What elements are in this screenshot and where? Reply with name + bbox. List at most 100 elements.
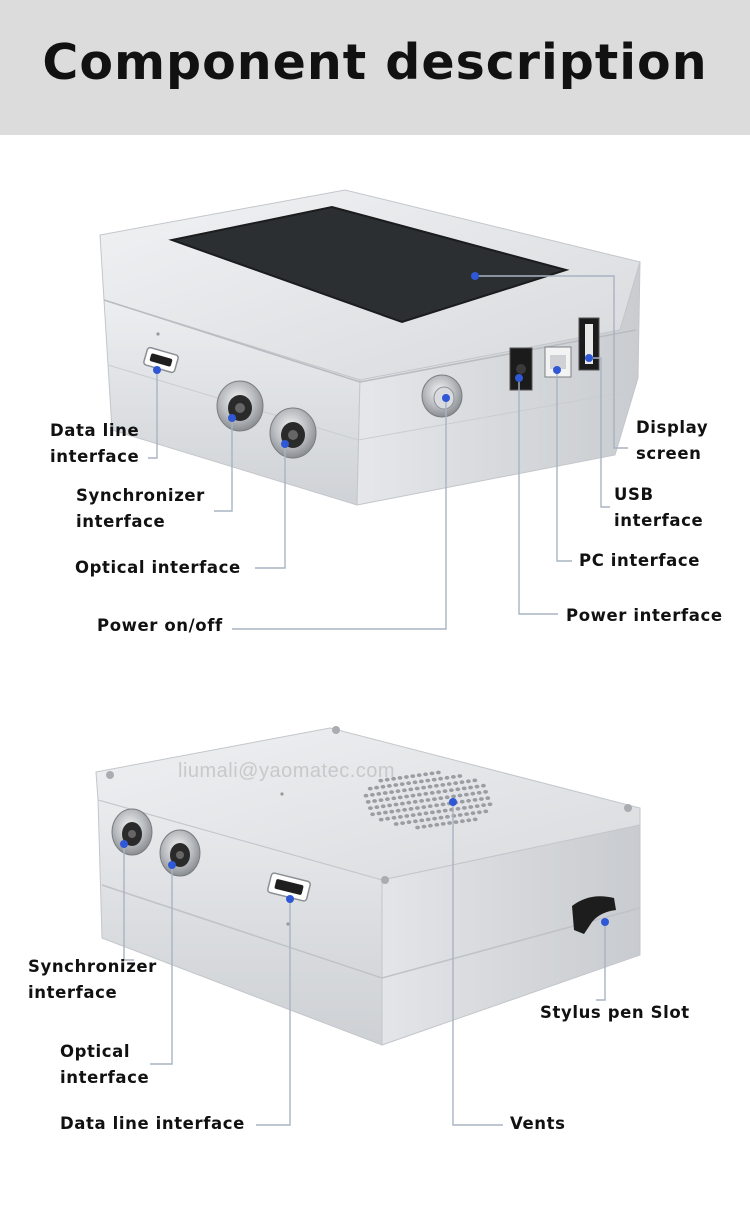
vent-hole bbox=[378, 778, 384, 783]
vent-hole bbox=[389, 790, 394, 794]
vent-grille-icon bbox=[363, 770, 493, 830]
vent-hole bbox=[374, 785, 379, 790]
vent-hole bbox=[395, 789, 401, 794]
watermark-text: liumali@yaomatec.com bbox=[178, 760, 396, 782]
vent-hole bbox=[415, 806, 420, 810]
vent-hole bbox=[434, 783, 439, 788]
vent-hole bbox=[406, 820, 412, 825]
vent-hole bbox=[389, 809, 395, 814]
vent-hole bbox=[431, 777, 437, 782]
label-stylus-pen-slot: Stylus pen Slot bbox=[540, 1003, 690, 1022]
vent-hole bbox=[376, 792, 382, 796]
vent-hole bbox=[416, 773, 422, 778]
vent-hole bbox=[417, 812, 422, 817]
vent-hole bbox=[430, 810, 435, 815]
vent-hole bbox=[451, 775, 456, 779]
top-callout-dots bbox=[153, 272, 593, 448]
vent-hole bbox=[415, 825, 420, 830]
vent-hole bbox=[393, 802, 399, 807]
label-optical-interface: Optical interface bbox=[75, 558, 241, 577]
vent-hole bbox=[397, 795, 403, 800]
vent-hole bbox=[378, 798, 384, 802]
vent-hole bbox=[384, 777, 390, 782]
label-data-line-interface-bottom: Data line interface bbox=[60, 1114, 245, 1133]
vent-hole bbox=[438, 796, 444, 801]
vent-hole bbox=[444, 795, 450, 800]
vent-hole bbox=[410, 813, 416, 817]
vent-hole bbox=[423, 791, 429, 796]
vent-hole bbox=[374, 805, 380, 810]
vent-hole bbox=[372, 799, 377, 803]
vent-hole bbox=[428, 823, 433, 828]
vent-hole bbox=[419, 799, 424, 803]
page-title: Component description bbox=[42, 34, 708, 91]
vent-hole bbox=[466, 798, 471, 803]
vent-hole bbox=[367, 786, 373, 791]
display-screen bbox=[168, 205, 570, 324]
vent-hole bbox=[470, 791, 476, 796]
vent-hole bbox=[444, 775, 450, 780]
vent-hole bbox=[421, 805, 427, 809]
usb-a-port-icon bbox=[578, 317, 600, 371]
bottom-callout-lines bbox=[123, 802, 606, 1126]
vent-hole bbox=[460, 819, 465, 824]
vent-hole bbox=[438, 815, 444, 820]
vent-hole bbox=[385, 797, 390, 802]
vent-hole bbox=[477, 810, 482, 815]
label-vents: Vents bbox=[510, 1114, 566, 1133]
vent-hole bbox=[429, 771, 435, 776]
synchronizer-connector-icon bbox=[216, 380, 264, 432]
vent-hole bbox=[445, 814, 450, 819]
vent-hole bbox=[446, 782, 452, 786]
vent-hole bbox=[451, 794, 456, 799]
vent-hole bbox=[472, 798, 478, 802]
vent-hole bbox=[365, 800, 371, 804]
vent-hole bbox=[466, 779, 471, 784]
vent-hole bbox=[395, 808, 401, 813]
vent-hole bbox=[440, 783, 446, 787]
vent-hole bbox=[404, 814, 410, 818]
vent-hole bbox=[391, 776, 396, 781]
power-button-icon bbox=[421, 374, 463, 418]
vent-hole bbox=[466, 818, 472, 823]
vent-hole bbox=[376, 811, 382, 816]
vent-hole bbox=[402, 788, 407, 793]
vent-hole bbox=[470, 811, 476, 816]
vent-hole bbox=[408, 787, 414, 792]
vent-hole bbox=[457, 774, 463, 778]
vent-hole bbox=[432, 816, 437, 821]
bottom-callout-dots bbox=[120, 798, 609, 926]
vent-hole bbox=[378, 817, 384, 822]
top-device-illustration bbox=[99, 189, 641, 630]
vent-hole bbox=[434, 803, 439, 808]
vent-hole bbox=[419, 779, 424, 784]
vent-hole bbox=[436, 790, 441, 794]
vent-hole bbox=[380, 804, 386, 809]
stylus-slot-icon bbox=[572, 896, 616, 934]
vent-hole bbox=[449, 788, 454, 793]
vent-hole bbox=[391, 796, 397, 801]
vent-hole bbox=[412, 780, 418, 785]
vent-hole bbox=[481, 803, 486, 808]
vent-hole bbox=[400, 801, 405, 806]
vent-hole bbox=[476, 790, 482, 795]
vent-hole bbox=[457, 813, 463, 817]
vent-hole bbox=[462, 806, 467, 810]
vent-hole bbox=[483, 790, 488, 794]
vent-hole bbox=[417, 792, 422, 797]
vent-hole bbox=[474, 784, 480, 789]
vent-hole bbox=[455, 787, 461, 792]
label-power-onoff: Power on/off bbox=[97, 616, 223, 635]
vent-hole bbox=[474, 804, 480, 808]
vent-hole bbox=[419, 818, 425, 823]
vent-hole bbox=[451, 814, 457, 818]
vent-hole bbox=[380, 784, 386, 789]
label-power-interface: Power interface bbox=[566, 606, 723, 625]
top-callout-lines bbox=[148, 275, 628, 630]
vent-hole bbox=[485, 796, 491, 800]
vent-hole bbox=[406, 781, 411, 786]
